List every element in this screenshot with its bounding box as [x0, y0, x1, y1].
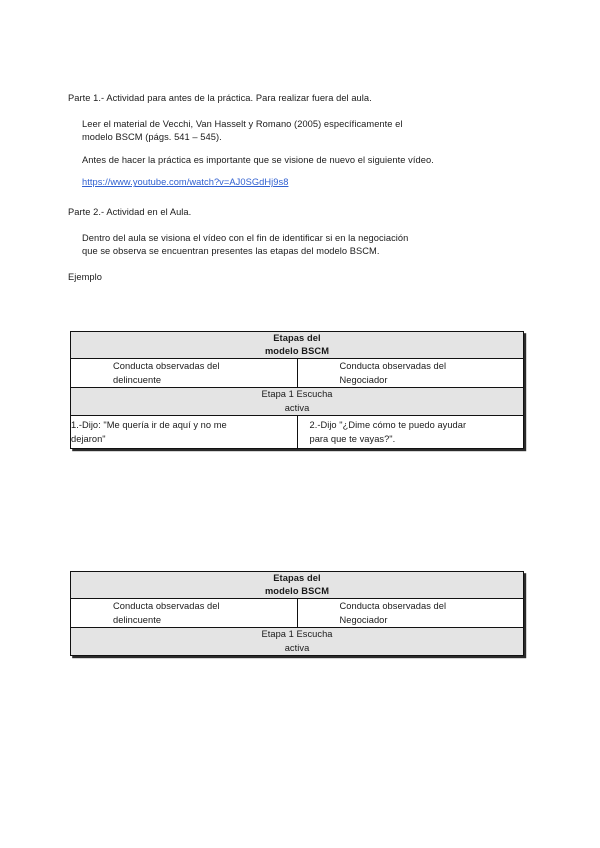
table-row: Etapas del modelo BSCM: [70, 330, 524, 360]
table-header-line: modelo BSCM: [264, 346, 330, 357]
paragraph-lectura-material: Leer el material de Vecchi, Van Hasselt …: [82, 118, 532, 145]
entry-line: para que te vayas?".: [309, 433, 396, 444]
table-header-cell: Etapas del modelo BSCM: [70, 570, 524, 600]
stage-line: activa: [284, 402, 310, 413]
spacer: [68, 145, 532, 154]
stage-line: activa: [284, 642, 310, 653]
spacer: [68, 220, 532, 232]
youtube-video-link[interactable]: https://www.youtube.com/watch?v=AJ0SGdHj…: [82, 177, 289, 188]
table-row: Conducta observadas del delincuente Cond…: [70, 358, 524, 389]
stage-cell-etapa1: Etapa 1 Escucha activa: [70, 387, 524, 416]
table-row: 1.-Dijo: "Me quería ir de aquí y no me d…: [70, 414, 524, 449]
paragraph-parte2-heading: Parte 2.- Actividad en el Aula.: [68, 206, 192, 217]
paragraph-ejemplo-label: Ejemplo: [68, 271, 103, 282]
paragraph-instruccion-aula: Dentro del aula se visiona el vídeo con …: [82, 232, 532, 259]
column-header-negociador: Conducta observadas del Negociador: [296, 598, 524, 629]
table-row: Etapa 1 Escucha activa: [70, 387, 524, 416]
column-header-line: Negociador: [339, 375, 388, 386]
spacer: [68, 190, 532, 206]
entry-line: 2.-Dijo "¿Dime cómo te puedo ayudar: [309, 419, 467, 430]
column-header-line: Conducta observadas del: [113, 601, 220, 612]
entry-cell-delincuente[interactable]: 1.-Dijo: "Me quería ir de aquí y no me d…: [70, 414, 298, 449]
paragraph-line: Dentro del aula se visiona el vídeo con …: [82, 232, 409, 243]
spacer: [68, 106, 532, 118]
entry-line: 1.-Dijo: "Me quería ir de aquí y no me: [71, 419, 227, 430]
stage-line: Etapa 1 Escucha: [261, 629, 333, 640]
paragraph-line: modelo BSCM (págs. 541 – 545).: [82, 132, 222, 143]
column-header-delincuente: Conducta observadas del delincuente: [70, 598, 298, 629]
column-header-line: Conducta observadas del: [113, 361, 220, 372]
column-header-negociador: Conducta observadas del Negociador: [296, 358, 524, 389]
spacer: [68, 167, 532, 176]
stage-line: Etapa 1 Escucha: [261, 389, 333, 400]
paragraph-parte1-heading: Parte 1.- Actividad para antes de la prá…: [68, 93, 372, 103]
paragraph-line: Leer el material de Vecchi, Van Hasselt …: [82, 118, 403, 129]
table-header-line: Etapas del: [273, 573, 321, 583]
stage-cell-etapa1: Etapa 1 Escucha activa: [70, 627, 524, 656]
column-header-line: delincuente: [113, 375, 162, 386]
entry-cell-negociador[interactable]: 2.-Dijo "¿Dime cómo te puedo ayudar para…: [296, 414, 524, 449]
paragraph-aviso-video: Antes de hacer la práctica es importante…: [82, 154, 434, 165]
table-row: Etapa 1 Escucha activa: [70, 627, 524, 656]
entry-line: dejaron": [71, 433, 106, 444]
table-header-line: modelo BSCM: [264, 586, 330, 597]
table-example: Etapas del modelo BSCM Conducta observad…: [70, 330, 524, 449]
column-header-line: Conducta observadas del: [339, 361, 447, 372]
table-example-wrapper: Etapas del modelo BSCM Conducta observad…: [70, 330, 524, 449]
table-header-line: Etapas del: [273, 333, 321, 343]
table-blank: Etapas del modelo BSCM Conducta observad…: [70, 570, 524, 656]
paragraph-video-link-wrap: https://www.youtube.com/watch?v=AJ0SGdHj…: [82, 176, 532, 190]
table-blank-wrapper: Etapas del modelo BSCM Conducta observad…: [70, 570, 524, 656]
column-header-line: Conducta observadas del: [339, 601, 447, 612]
table-row: Conducta observadas del delincuente Cond…: [70, 598, 524, 629]
column-header-line: delincuente: [113, 615, 162, 626]
table-header-cell: Etapas del modelo BSCM: [70, 330, 524, 360]
table-row: Etapas del modelo BSCM: [70, 570, 524, 600]
spacer: [68, 259, 532, 271]
column-header-delincuente: Conducta observadas del delincuente: [70, 358, 298, 389]
column-header-line: Negociador: [339, 615, 388, 626]
document-body: Parte 1.- Actividad para antes de la prá…: [68, 92, 532, 284]
paragraph-line: que se observa se encuentran presentes l…: [82, 246, 380, 257]
